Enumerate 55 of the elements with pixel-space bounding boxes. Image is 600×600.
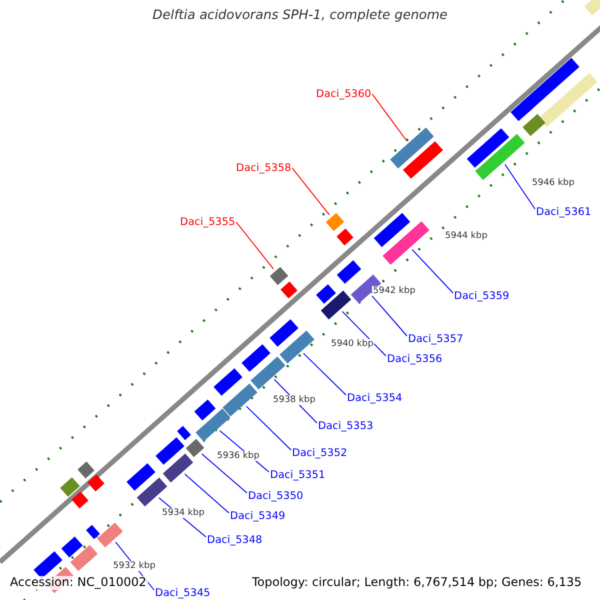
gene-block xyxy=(136,478,168,506)
scale-label: 5938 kbp xyxy=(272,395,316,406)
gene-block xyxy=(186,438,204,458)
gene-block xyxy=(326,212,344,232)
gene-label: Daci_5353 xyxy=(318,420,374,432)
gene-block xyxy=(88,474,104,492)
leader-line xyxy=(342,310,386,356)
gene-block xyxy=(280,282,298,298)
gene-label: Daci_5360 xyxy=(316,88,372,100)
leader-line xyxy=(302,352,346,396)
gene-label: Daci_5354 xyxy=(347,392,402,404)
gene-label: Daci_5345 xyxy=(155,587,210,600)
leader-line xyxy=(236,222,274,270)
genome-info-label: Topology: circular; Length: 6,767,514 bp; Genes: 6,135 xyxy=(250,576,584,590)
gene-block xyxy=(214,368,242,396)
leader-line xyxy=(246,406,292,450)
gene-label: Daci_5358 xyxy=(236,162,292,174)
gene-block xyxy=(336,228,354,246)
leader-line xyxy=(371,295,408,336)
title: Delftia acidovorans SPH-1, complete genome xyxy=(151,9,449,24)
scale-label: 5934 kbp xyxy=(161,508,206,518)
leader-line xyxy=(184,473,230,514)
gene-label: Daci_5348 xyxy=(207,534,262,546)
gene-label: Daci_5352 xyxy=(292,447,348,460)
gene-label: Daci_5355 xyxy=(180,216,236,228)
leader-line xyxy=(292,168,330,216)
gene-label: Daci_5359 xyxy=(454,290,510,302)
gene-block xyxy=(270,319,298,347)
scale-label: 5936 kbp xyxy=(216,451,260,462)
leader-line xyxy=(412,249,454,294)
scale-label: 5932 kbp xyxy=(112,561,156,572)
gene-label: Daci_5361 xyxy=(536,206,592,218)
scale-label: 5946 kbp xyxy=(531,178,576,188)
gene-block xyxy=(250,356,286,390)
scale-label: 5942 kbp xyxy=(372,286,416,296)
gene-block xyxy=(242,344,270,372)
gene-block xyxy=(510,98,534,122)
gene-block xyxy=(466,128,510,168)
gene-label: Daci_5356 xyxy=(387,353,442,366)
gene-block xyxy=(374,212,410,248)
gene-block xyxy=(162,454,194,482)
gene-label: Daci_5351 xyxy=(270,469,326,482)
scale-label: 5940 kbp xyxy=(330,339,374,350)
leader-line xyxy=(504,164,536,210)
gene-block xyxy=(402,141,444,179)
scale-label: 5944 kbp xyxy=(444,231,488,242)
leader-line xyxy=(201,453,248,494)
gene-label: Daci_5350 xyxy=(248,490,304,502)
accession-label: Accession: NC_010002 xyxy=(8,576,148,590)
gene-label: Daci_5349 xyxy=(230,510,286,522)
gene-block xyxy=(320,290,352,320)
gene-block xyxy=(270,266,288,286)
leader-line xyxy=(372,94,408,142)
gene-label: Daci_5357 xyxy=(408,333,464,346)
gene-block xyxy=(316,284,336,304)
